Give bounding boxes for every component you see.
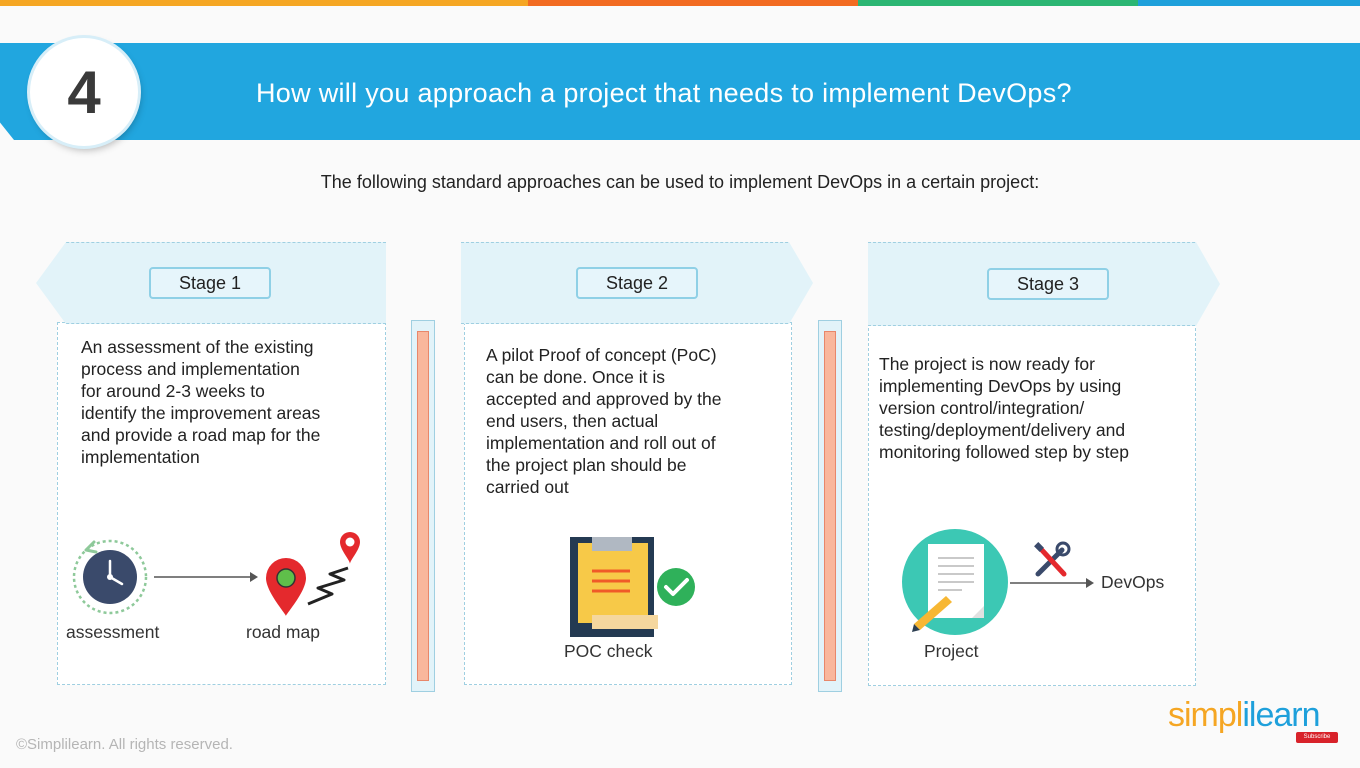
- stage-2-description: A pilot Proof of concept (PoC) can be do…: [486, 344, 721, 498]
- stage-2-label: Stage 2: [576, 267, 698, 299]
- stage-1-label: Stage 1: [149, 267, 271, 299]
- text-line: A pilot Proof of concept (PoC): [486, 345, 717, 365]
- text-line: end users, then actual: [486, 411, 659, 431]
- stripe-orange: [0, 0, 528, 6]
- text-line: implementation and roll out of: [486, 433, 716, 453]
- text-line: can be done. Once it is: [486, 367, 665, 387]
- stripe-blue: [1138, 0, 1360, 6]
- text-line: and provide a road map for the: [81, 425, 321, 445]
- text-line: testing/deployment/delivery and: [879, 420, 1126, 440]
- text-line: identify the improvement areas: [81, 403, 321, 423]
- simplilearn-logo: simplilearn: [1168, 696, 1321, 735]
- text-line: accepted and approved by the: [486, 389, 722, 409]
- clipboard-check-icon: [570, 537, 695, 637]
- text-line: monitoring followed step by step: [879, 442, 1129, 462]
- text-line: for around 2-3 weeks to: [81, 381, 265, 401]
- stage-divider: [818, 320, 842, 692]
- page-title: How will you approach a project that nee…: [256, 78, 1072, 108]
- arrow-icon: [1010, 578, 1094, 588]
- text-line: process and implementation: [81, 359, 300, 379]
- top-color-stripes: [0, 0, 1360, 6]
- tools-icon: [1034, 541, 1071, 577]
- text-line: The project is now ready for: [879, 354, 1095, 374]
- stage-3-description: The project is now ready for implementin…: [879, 353, 1129, 463]
- question-number-badge: 4: [30, 38, 138, 146]
- text-line: carried out: [486, 477, 569, 497]
- stage-1-card: [57, 322, 386, 685]
- stage-1-description: An assessment of the existing process an…: [81, 336, 320, 468]
- document-pencil-icon: [902, 529, 1008, 635]
- text-line: the project plan should be: [486, 455, 687, 475]
- map-pin-icon: [266, 532, 360, 616]
- text-line: An assessment of the existing: [81, 337, 314, 357]
- logo-part-2: ilearn: [1242, 696, 1320, 734]
- devops-caption: DevOps: [1101, 572, 1165, 592]
- text-line: implementation: [81, 447, 200, 467]
- clock-icon: [72, 539, 148, 615]
- text-line: version control/integration/: [879, 398, 1085, 418]
- subscribe-button[interactable]: Subscribe: [1296, 732, 1338, 743]
- stage-divider: [411, 320, 435, 692]
- assessment-caption: assessment: [66, 622, 160, 642]
- text-line: implementing DevOps by using: [879, 376, 1122, 396]
- logo-part-1: simpl: [1168, 696, 1243, 734]
- intro-text: The following standard approaches can be…: [320, 172, 1040, 192]
- stage-3-label: Stage 3: [987, 268, 1109, 300]
- poc-check-caption: POC check: [564, 641, 653, 661]
- project-caption: Project: [924, 641, 979, 661]
- road-map-caption: road map: [246, 622, 320, 642]
- copyright-text: ©Simplilearn. All rights reserved.: [16, 736, 233, 753]
- arrow-icon: [154, 572, 258, 582]
- stripe-red-orange: [528, 0, 858, 6]
- title-banner: [0, 43, 1360, 140]
- stripe-green: [858, 0, 1138, 6]
